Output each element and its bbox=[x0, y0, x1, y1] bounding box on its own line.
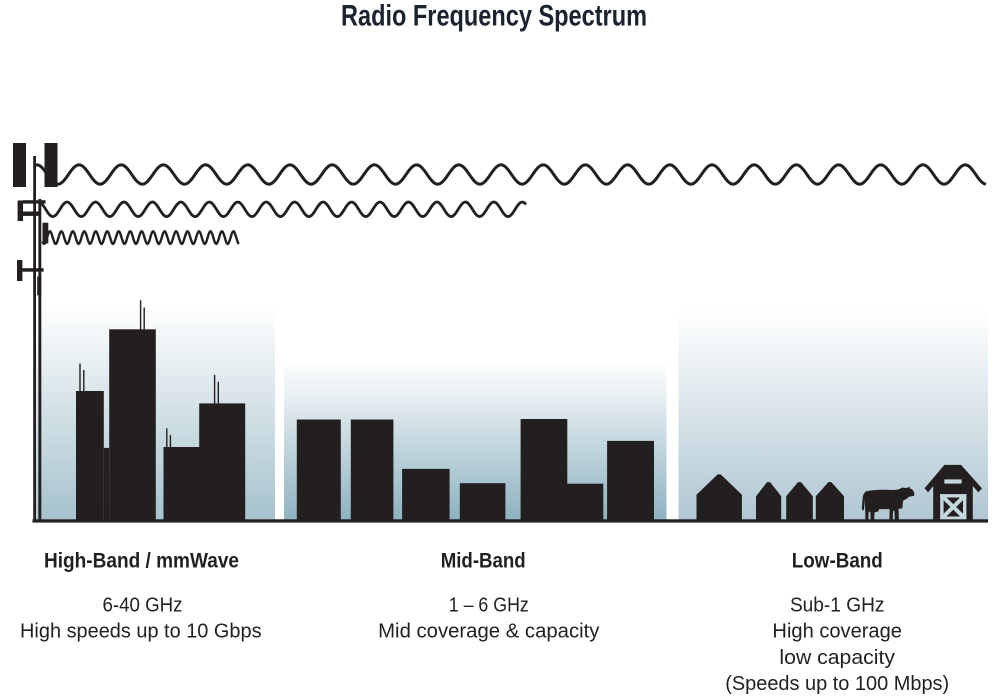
svg-text:(Speeds up to 100 Mbps): (Speeds up to 100 Mbps) bbox=[725, 673, 949, 695]
svg-text:low capacity: low capacity bbox=[779, 647, 895, 669]
svg-text:Radio Frequency Spectrum: Radio Frequency Spectrum bbox=[341, 0, 647, 33]
svg-text:1 – 6 GHz: 1 – 6 GHz bbox=[449, 594, 529, 616]
svg-text:Low-Band: Low-Band bbox=[792, 549, 883, 572]
svg-text:Mid coverage & capacity: Mid coverage & capacity bbox=[378, 621, 599, 643]
svg-text:High coverage: High coverage bbox=[772, 621, 902, 643]
svg-text:6-40 GHz: 6-40 GHz bbox=[103, 594, 183, 616]
svg-text:High-Band / mmWave: High-Band / mmWave bbox=[44, 549, 239, 572]
svg-text:High speeds up to 10 Gbps: High speeds up to 10 Gbps bbox=[20, 621, 262, 643]
svg-text:Sub-1 GHz: Sub-1 GHz bbox=[790, 594, 885, 616]
svg-text:Mid-Band: Mid-Band bbox=[441, 549, 526, 572]
